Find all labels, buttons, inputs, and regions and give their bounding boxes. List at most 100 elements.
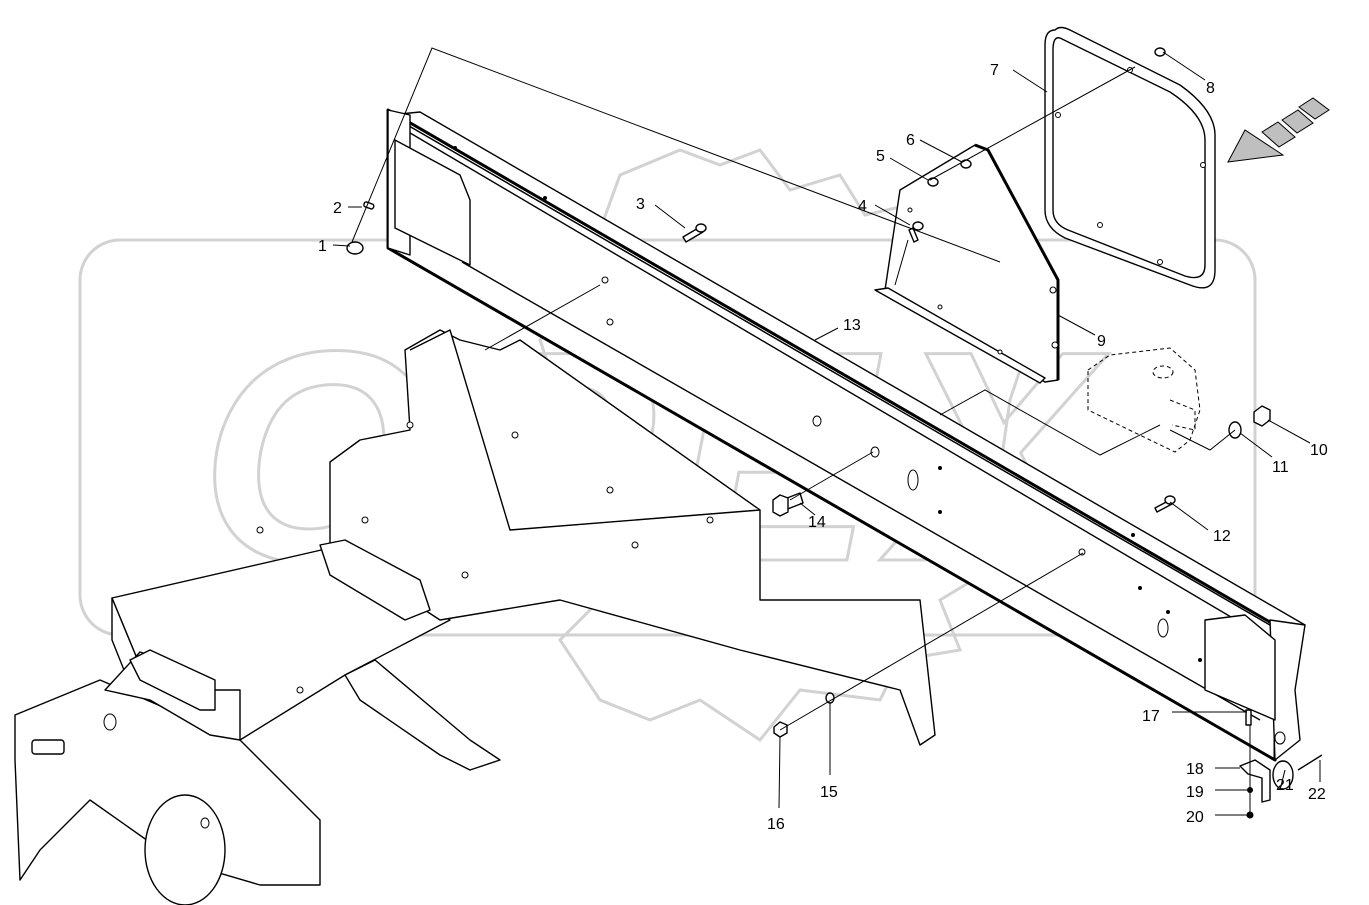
callout-8: 8: [1206, 80, 1215, 97]
callout-labels: 1 2 3 4 5 6 7 8 9 10 11 12 13 14 15 16 1…: [318, 62, 1328, 833]
main-bar: [386, 108, 1306, 762]
main-bar-left-end-block: [394, 139, 471, 266]
washer-6: [960, 159, 972, 169]
callout-leaders: [332, 51, 1321, 816]
bar-rivet: [1198, 658, 1202, 662]
assembly-line: [779, 552, 1084, 731]
hinge-block-outline: [1087, 347, 1201, 453]
bar-rivet: [938, 466, 942, 470]
callout-11: 11: [1272, 459, 1289, 476]
fasteners: [346, 47, 1323, 819]
bar-hole: [1157, 618, 1169, 638]
assembly-line: [894, 239, 909, 286]
hinge-block-bore: [1152, 365, 1174, 379]
callout-1: 1: [318, 238, 327, 255]
assembly-line: [1169, 429, 1236, 451]
callout-12: 12: [1213, 528, 1231, 545]
assembly-line: [789, 451, 874, 501]
bar-hole: [1078, 548, 1086, 556]
bracket-edge: [974, 143, 1060, 380]
bracket-hole: [1051, 341, 1059, 349]
arrow-segment-3: [1298, 97, 1330, 120]
chassis-hole: [511, 431, 519, 439]
callout-16: 16: [767, 816, 785, 833]
assembly-lines: [351, 47, 1251, 815]
chassis-hole: [103, 713, 117, 731]
bar-hole: [601, 276, 609, 284]
cover-panel: [1044, 26, 1216, 289]
assembly-line: [484, 284, 601, 351]
chassis-hole: [296, 686, 304, 694]
callout-14: 14: [808, 514, 826, 531]
cover-hole: [1200, 162, 1206, 168]
cover-hole: [1097, 222, 1103, 228]
bar-rivet: [1138, 586, 1142, 590]
hinge-block: [1087, 347, 1201, 453]
view-direction-arrow: [1227, 97, 1330, 163]
disc-21: [1272, 760, 1294, 790]
main-bar-right-end: [1269, 619, 1306, 761]
bar-rivet: [938, 510, 942, 514]
nut-10: [1253, 405, 1271, 427]
callout-15: 15: [820, 784, 838, 801]
bracket-hole: [937, 304, 943, 310]
bar-hole: [606, 318, 614, 326]
bolt-4-head: [912, 221, 924, 231]
arrow-segment-2: [1281, 109, 1314, 134]
chassis-hole: [606, 486, 614, 494]
chassis-plate-upper: [409, 329, 761, 531]
callout-18: 18: [1186, 761, 1204, 778]
bar-rivet: [453, 146, 457, 150]
main-bar-right-end-block: [1204, 614, 1276, 721]
main-bar-inner-edge: [404, 129, 1271, 641]
callout-6: 6: [906, 132, 915, 149]
bracket-flange: [874, 287, 1046, 384]
chassis-bracket: [319, 539, 431, 621]
assembly-line: [351, 47, 1001, 263]
assembly-line: [939, 389, 1161, 456]
callout-17: 17: [1142, 708, 1160, 725]
bar-hole: [870, 446, 880, 458]
callout-4: 4: [858, 198, 867, 215]
arrow-head: [1227, 129, 1285, 163]
chassis-hole: [361, 516, 369, 524]
bar-rivet: [1131, 533, 1135, 537]
pin-2: [363, 201, 375, 210]
screw-8: [1154, 47, 1166, 57]
callout-7: 7: [990, 62, 999, 79]
arrow-segment-1: [1261, 121, 1296, 148]
bolt-3-head: [695, 223, 707, 233]
cover-hole: [1157, 259, 1163, 265]
chassis-hole: [631, 541, 639, 549]
bracket-hole: [997, 349, 1003, 355]
nut-5: [927, 177, 939, 187]
callout-10: 10: [1310, 442, 1328, 459]
chassis-mount-top: [129, 649, 216, 711]
chassis-wheel-arch: [144, 794, 226, 905]
bar-hole: [907, 469, 919, 491]
chassis-hole: [706, 516, 714, 524]
watermark-frame: [78, 238, 1257, 637]
cover-hole: [1055, 112, 1061, 118]
bracket-hole: [1049, 286, 1057, 294]
chassis-hole: [256, 526, 264, 534]
bolt-12-head: [1164, 495, 1176, 505]
callout-22: 22: [1308, 786, 1326, 803]
chassis-hole: [200, 817, 210, 829]
callout-3: 3: [636, 196, 645, 213]
callout-13: 13: [843, 317, 861, 334]
nut-1: [346, 241, 364, 255]
bolt-14-head: [772, 494, 789, 517]
chassis-slot: [31, 739, 65, 755]
bracket-hole: [907, 207, 913, 213]
bar-rivet: [1166, 610, 1170, 614]
upper-bracket: [874, 143, 1060, 384]
bar-hole: [812, 415, 822, 427]
chassis-hole: [406, 421, 414, 429]
hinge-block-slot: [1169, 399, 1196, 431]
callout-2: 2: [333, 200, 342, 217]
cover-panel-inner: [1052, 37, 1206, 279]
assembly-line: [929, 66, 1136, 181]
callout-20: 20: [1186, 809, 1204, 826]
